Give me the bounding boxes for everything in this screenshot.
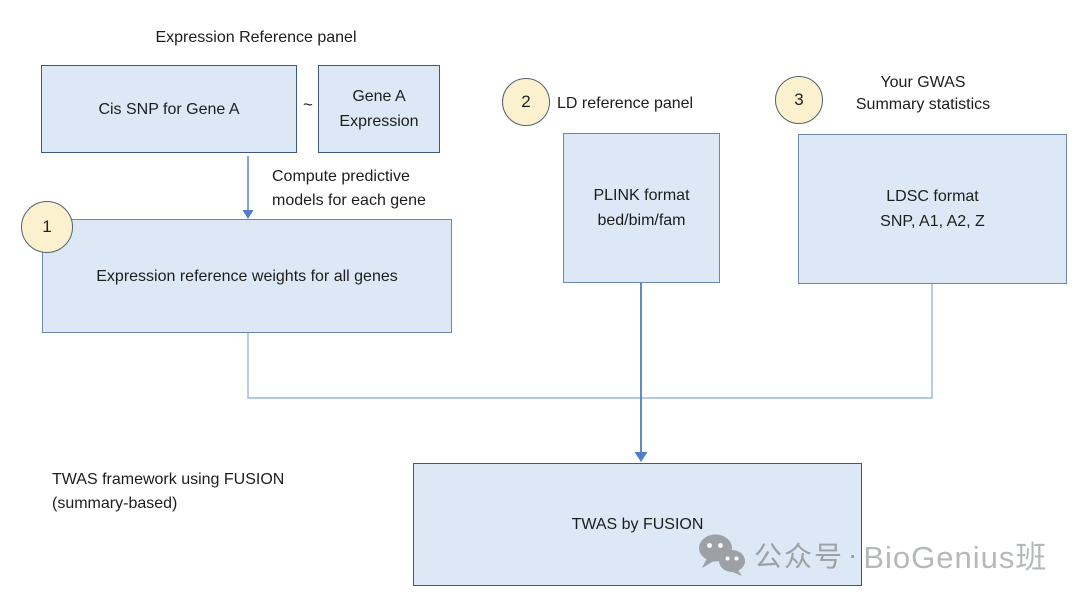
gene-a-expression-box: Gene A Expression xyxy=(318,65,440,153)
ldsc-format-box: LDSC format SNP, A1, A2, Z xyxy=(798,134,1067,284)
tilde-operator: ~ xyxy=(303,95,313,114)
ldsc-line1: LDSC format xyxy=(886,188,979,205)
compute-models-line1: Compute predictive xyxy=(272,168,410,185)
twas-by-fusion-label: TWAS by FUSION xyxy=(571,516,704,533)
gwas-summary-line2: Summary statistics xyxy=(855,96,991,113)
twas-framework-line2: (summary-based) xyxy=(52,495,178,512)
expression-weights-box: Expression reference weights for all gen… xyxy=(42,219,452,333)
gwas-summary-label: Your GWAS Summary statistics xyxy=(823,72,1023,116)
plink-format-box: PLINK format bed/bim/fam xyxy=(563,133,720,283)
wechat-icon xyxy=(699,534,745,576)
plink-line1: PLINK format xyxy=(593,187,690,204)
step-1-badge: 1 xyxy=(21,201,73,253)
step-2-number: 2 xyxy=(521,92,531,111)
step-2-badge: 2 xyxy=(502,78,550,126)
step-1-number: 1 xyxy=(42,217,52,236)
compute-models-label: Compute predictive models for each gene xyxy=(272,165,426,213)
gene-a-line2: Expression xyxy=(339,113,419,130)
twas-framework-line1: TWAS framework using FUSION xyxy=(52,471,285,488)
compute-models-line2: models for each gene xyxy=(272,192,426,209)
watermark: 公众号 · BioGenius班 xyxy=(698,532,1047,577)
twas-framework-caption: TWAS framework using FUSION (summary-bas… xyxy=(52,468,284,516)
watermark-separator: · xyxy=(848,538,858,570)
cis-snp-box: Cis SNP for Gene A xyxy=(41,65,297,153)
step-3-badge: 3 xyxy=(775,76,823,124)
watermark-en-text: BioGenius班 xyxy=(863,540,1048,575)
gene-a-line1: Gene A xyxy=(352,88,406,105)
ld-reference-panel-label: LD reference panel xyxy=(557,95,694,112)
expression-reference-panel-title: Expression Reference panel xyxy=(155,29,357,46)
gwas-summary-line1: Your GWAS xyxy=(880,74,966,91)
twas-by-fusion-box: TWAS by FUSION xyxy=(413,463,862,586)
cis-snp-label: Cis SNP for Gene A xyxy=(98,100,240,118)
plink-line2: bed/bim/fam xyxy=(597,212,686,229)
step-3-number: 3 xyxy=(794,90,804,109)
watermark-cn-text: 公众号 xyxy=(754,540,845,572)
ldsc-line2: SNP, A1, A2, Z xyxy=(880,213,985,230)
expression-weights-label: Expression reference weights for all gen… xyxy=(96,267,398,285)
